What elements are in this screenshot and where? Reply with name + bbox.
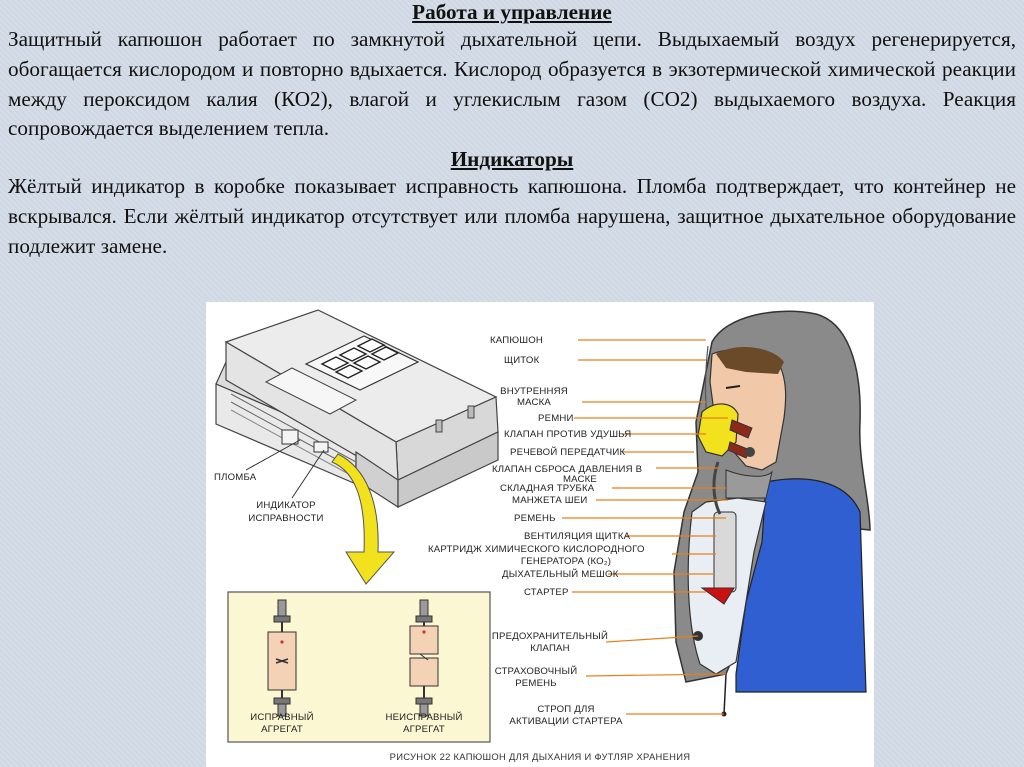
label-good-line2: АГРЕГАТ	[261, 724, 303, 735]
label-part-straps: РЕМНИ	[538, 413, 574, 424]
label-part-safety-belt-1: СТРАХОВОЧНЫЙ	[495, 665, 578, 677]
heading-indicators: Индикаторы	[450, 147, 574, 172]
label-seal: ПЛОМБА	[214, 472, 257, 483]
label-part-safety-valve-2: КЛАПАН	[530, 643, 570, 654]
label-part-cartridge-2: ГЕНЕРАТОРА (КО₂)	[521, 556, 611, 567]
label-part-antisuffocation-valve: КЛАПАН ПРОТИВ УДУШЬЯ	[504, 429, 631, 440]
hood-person-illustration	[673, 310, 871, 717]
label-indicator-line2: ИСПРАВНОСТИ	[248, 513, 323, 524]
label-part-safety-belt-2: РЕМЕНЬ	[515, 678, 557, 689]
label-part-neck-cuff: МАНЖЕТА ШЕИ	[512, 495, 587, 506]
label-part-belt: РЕМЕНЬ	[514, 513, 556, 524]
hood-diagram-figure: ПЛОМБА ИНДИКАТОР ИСПРАВНОСТИ	[206, 302, 874, 767]
label-bad-line1: НЕИСПРАВНЫЙ	[385, 711, 462, 723]
label-part-visor-vent: ВЕНТИЛЯЦИЯ ЩИТКА	[524, 531, 631, 542]
bad-unit-illustration	[409, 599, 439, 717]
heading-operation: Работа и управление	[412, 0, 612, 24]
label-part-safety-valve-1: ПРЕДОХРАНИТЕЛЬНЫЙ	[492, 630, 608, 642]
label-part-inner-mask-1: ВНУТРЕННЯЯ	[500, 386, 568, 397]
label-part-cartridge-1: КАРТРИДЖ ХИМИЧЕСКОГО КИСЛОРОДНОГО	[428, 544, 645, 555]
indicator-inset: ИСПРАВНЫЙ АГРЕГАТ НЕИСПРАВНЫЙ АГРЕГАТ	[227, 591, 491, 743]
label-part-pressure-valve-1: КЛАПАН СБРОСА ДАВЛЕНИЯ В	[492, 464, 642, 475]
label-part-lanyard-1: СТРОП ДЛЯ	[537, 704, 594, 715]
label-part-pressure-valve-2: МАСКЕ	[563, 474, 597, 485]
paragraph-indicators: Жёлтый индикатор в коробке показывает ис…	[8, 174, 1016, 258]
label-indicator-line1: ИНДИКАТОР	[256, 500, 316, 511]
label-part-inner-mask-2: МАСКА	[517, 397, 551, 408]
label-part-hood: КАПЮШОН	[490, 335, 543, 346]
label-part-lanyard-2: АКТИВАЦИИ СТАРТЕРА	[509, 716, 623, 727]
label-part-breathing-bag: ДЫХАТЕЛЬНЫЙ МЕШОК	[502, 568, 619, 580]
label-part-folding-tube: СКЛАДНАЯ ТРУБКА	[500, 483, 595, 494]
label-good-line1: ИСПРАВНЫЙ	[250, 711, 313, 723]
label-bad-line2: АГРЕГАТ	[403, 724, 445, 735]
text-block: Работа и управление Защитный капюшон раб…	[8, 0, 1016, 262]
label-part-speech-transmitter: РЕЧЕВОЙ ПЕРЕДАТЧИК	[510, 446, 625, 458]
paragraph-operation: Защитный капюшон работает по замкнутой д…	[8, 27, 1016, 141]
label-part-starter: СТАРТЕР	[524, 587, 569, 598]
yellow-arrow	[331, 453, 396, 585]
leader-lines	[562, 339, 728, 715]
hood-diagram: ПЛОМБА ИНДИКАТОР ИСПРАВНОСТИ	[214, 309, 871, 762]
good-unit-illustration	[267, 599, 297, 717]
label-part-visor: ЩИТОК	[504, 355, 540, 366]
figure-caption: РИСУНОК 22 КАПЮШОН ДЛЯ ДЫХАНИЯ И ФУТЛЯР …	[390, 751, 691, 762]
storage-box	[215, 309, 499, 509]
